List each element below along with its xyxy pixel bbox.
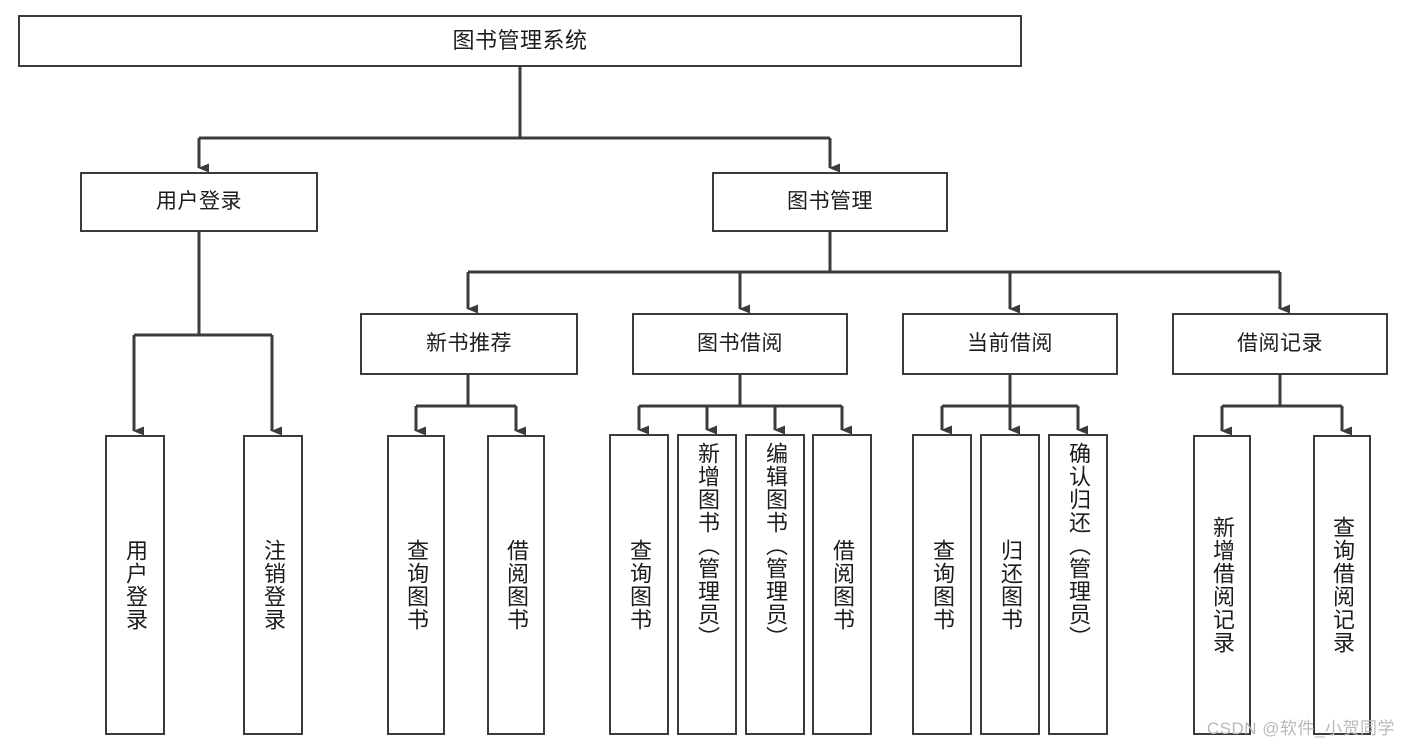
node-label: 借阅图书: [503, 539, 529, 631]
node-label: 借阅图书: [829, 538, 855, 631]
leaf-add-borrow-record[interactable]: 新增借阅记录: [1193, 435, 1251, 735]
node-label: 借阅记录: [1237, 331, 1323, 355]
node-user-login[interactable]: 用户登录: [80, 172, 318, 232]
node-current-borrow[interactable]: 当前借阅: [902, 313, 1118, 375]
node-label: 注销登录: [260, 539, 286, 631]
leaf-edit-book-admin[interactable]: 编辑图书（管理员）: [745, 434, 805, 735]
node-new-book-recommend[interactable]: 新书推荐: [360, 313, 578, 375]
node-label: 查询图书: [929, 538, 955, 631]
leaf-query-borrow-record[interactable]: 查询借阅记录: [1313, 435, 1371, 735]
node-book-management[interactable]: 图书管理: [712, 172, 948, 232]
node-label: 查询图书: [403, 539, 429, 631]
watermark: CSDN @软件_小贺同学: [1206, 719, 1395, 738]
leaf-query-book-current[interactable]: 查询图书: [912, 434, 972, 735]
node-label: 编辑图书（管理员）: [762, 442, 788, 649]
node-borrow-record[interactable]: 借阅记录: [1172, 313, 1388, 375]
leaf-user-login[interactable]: 用户登录: [105, 435, 165, 735]
leaf-query-book-borrow[interactable]: 查询图书: [609, 434, 669, 735]
node-root-system[interactable]: 图书管理系统: [18, 15, 1022, 67]
node-label: 图书借阅: [697, 331, 783, 355]
leaf-borrow-book-recommend[interactable]: 借阅图书: [487, 435, 545, 735]
node-label: 用户登录: [156, 189, 242, 213]
node-label: 图书管理: [787, 189, 873, 213]
leaf-query-book-recommend[interactable]: 查询图书: [387, 435, 445, 735]
node-label: 归还图书: [997, 538, 1023, 631]
node-label: 用户登录: [122, 539, 148, 631]
leaf-return-book[interactable]: 归还图书: [980, 434, 1040, 735]
node-label: 确认归还（管理员）: [1065, 442, 1091, 649]
node-label: 新增借阅记录: [1209, 516, 1235, 654]
node-label: 新书推荐: [426, 331, 512, 355]
leaf-borrow-book[interactable]: 借阅图书: [812, 434, 872, 735]
leaf-logout[interactable]: 注销登录: [243, 435, 303, 735]
node-label: 当前借阅: [967, 331, 1053, 355]
leaf-confirm-return-admin[interactable]: 确认归还（管理员）: [1048, 434, 1108, 735]
node-label: 图书管理系统: [452, 28, 588, 54]
node-label: 新增图书（管理员）: [694, 442, 720, 649]
node-label: 查询图书: [626, 538, 652, 631]
leaf-add-book-admin[interactable]: 新增图书（管理员）: [677, 434, 737, 735]
node-book-borrow[interactable]: 图书借阅: [632, 313, 848, 375]
node-label: 查询借阅记录: [1329, 516, 1355, 654]
